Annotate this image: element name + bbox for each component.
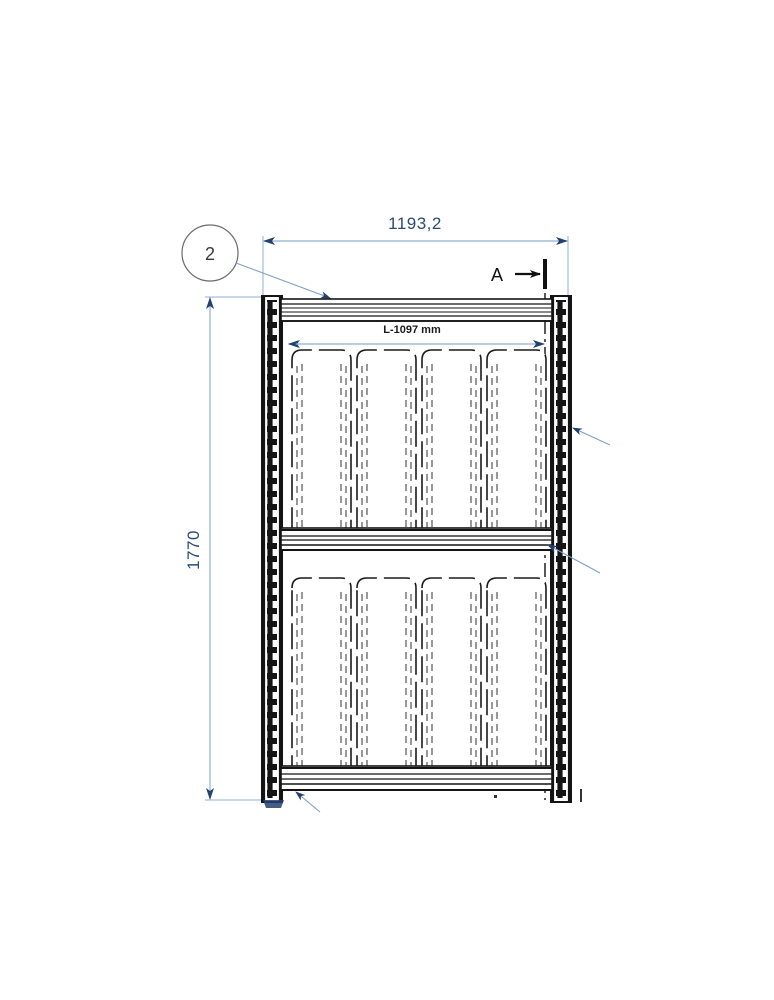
right-upright: [550, 295, 572, 803]
tire-outline: [421, 349, 482, 531]
bottom-beam-body: [280, 765, 553, 791]
left-upright-perforations: [267, 300, 277, 798]
floor-tick-mark: [580, 789, 582, 802]
beam-length-label: L-1097 mm: [383, 324, 441, 336]
bottom-beam: [280, 765, 553, 791]
tire-item: [291, 577, 352, 769]
tire-outline: [421, 577, 482, 769]
section-bar: [543, 259, 547, 289]
overall-width-dimension: 1193,2: [262, 214, 569, 300]
floor-tick-dot: [494, 795, 497, 798]
bottom-left-leader: [295, 791, 321, 813]
top-beam-body: [280, 298, 553, 322]
tire-item: [421, 349, 482, 531]
tire-item: [421, 577, 482, 769]
tire-item: [291, 349, 352, 531]
balloon-circle: [181, 224, 239, 282]
tire-item: [356, 577, 417, 769]
beam-length-dimension: L-1097 mm: [288, 324, 545, 348]
tire-outline: [356, 349, 417, 531]
overall-height-value: 1770: [184, 530, 203, 570]
tire-outline: [486, 349, 547, 531]
upper-tire-row: [291, 349, 547, 531]
section-letter: A: [491, 265, 503, 285]
tire-outline: [291, 349, 352, 531]
middle-beam-body: [280, 527, 553, 551]
tire-item: [486, 577, 547, 769]
balloon-callout-2[interactable]: 2: [181, 224, 331, 299]
right-upright-perforations: [556, 300, 566, 798]
tire-outline: [486, 577, 547, 769]
tire-item: [356, 349, 417, 531]
right-upper-leader: [572, 427, 611, 446]
middle-beam: [280, 527, 553, 551]
lower-tire-row: [291, 577, 547, 769]
tire-item: [486, 349, 547, 531]
left-upright: [261, 295, 284, 808]
right-middle-leader: [547, 544, 601, 574]
left-upright-foot: [263, 800, 284, 808]
overall-width-value: 1193,2: [388, 214, 442, 233]
leader-annotations: [288, 340, 611, 813]
top-beam: [280, 298, 553, 322]
overall-height-dimension: 1770: [184, 296, 266, 801]
balloon-number: 2: [205, 244, 215, 264]
rack-assembly: L-1097 mm: [261, 295, 582, 808]
balloon-leader-line: [235, 262, 331, 299]
tire-outline: [291, 577, 352, 769]
tire-outline: [356, 577, 417, 769]
